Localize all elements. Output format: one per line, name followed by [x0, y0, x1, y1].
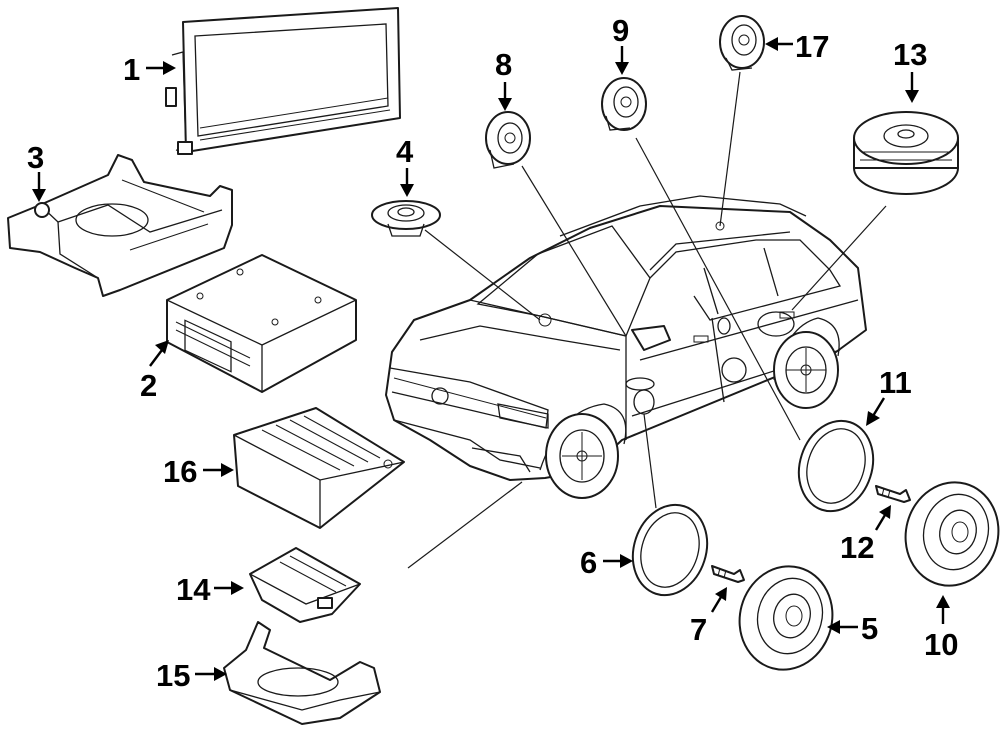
leader-13 [791, 205, 887, 311]
part-15-tray[interactable] [223, 621, 381, 725]
callout-2: 2 [140, 340, 169, 403]
leader-lines [407, 71, 887, 569]
callout-14-label: 14 [176, 572, 211, 607]
leader-6 [643, 413, 657, 509]
vehicle-suv [385, 195, 867, 499]
callout-7: 7 [690, 587, 727, 647]
part-7-rivet[interactable] [711, 565, 745, 583]
callout-13-label: 13 [893, 37, 927, 72]
callout-2-label: 2 [140, 368, 157, 403]
callout-9: 9 [612, 13, 629, 75]
callout-8-label: 8 [495, 47, 512, 82]
leader-4 [424, 229, 541, 321]
callout-9-label: 9 [612, 13, 629, 48]
part-13-subwoofer[interactable] [853, 111, 959, 195]
callout-4: 4 [396, 134, 414, 197]
callout-1-label: 1 [123, 52, 140, 87]
leader-9 [635, 137, 801, 441]
part-2-module[interactable] [166, 254, 357, 393]
callout-17-label: 17 [795, 29, 829, 64]
part-11-gasket[interactable] [788, 411, 885, 521]
callout-6-label: 6 [580, 545, 597, 580]
callout-16: 16 [163, 454, 234, 489]
callout-6: 6 [580, 545, 633, 580]
callout-15: 15 [156, 658, 227, 693]
callout-5-label: 5 [861, 611, 878, 646]
callout-12: 12 [840, 505, 891, 565]
part-8-tweeter[interactable] [485, 111, 531, 169]
callout-11-label: 11 [879, 365, 912, 400]
part-16-amplifier[interactable] [233, 407, 405, 529]
part-6-gasket[interactable] [622, 495, 719, 605]
callout-4-label: 4 [396, 134, 414, 169]
callout-12-label: 12 [840, 530, 874, 565]
part-17-tweeter[interactable] [719, 15, 765, 71]
callout-3: 3 [27, 140, 46, 202]
callout-11: 11 [866, 365, 912, 426]
callout-14: 14 [176, 572, 244, 607]
leader-16 [407, 481, 523, 569]
part-5-speaker[interactable] [728, 556, 844, 680]
part-12-rivet[interactable] [875, 485, 911, 503]
leader-8 [521, 165, 627, 337]
callout-15-label: 15 [156, 658, 190, 693]
callout-8: 8 [495, 47, 512, 111]
callout-13: 13 [893, 37, 927, 103]
part-1-display[interactable] [165, 7, 401, 155]
leader-17 [719, 71, 741, 227]
callout-10-label: 10 [924, 627, 958, 662]
part-9-tweeter[interactable] [601, 77, 647, 131]
callout-5: 5 [827, 611, 878, 646]
callout-1: 1 [123, 52, 176, 87]
callout-16-label: 16 [163, 454, 197, 489]
part-3-bracket[interactable] [7, 154, 233, 297]
part-4-tweeter[interactable] [371, 200, 441, 237]
part-10-speaker[interactable] [894, 472, 1000, 596]
part-14-module[interactable] [249, 547, 361, 623]
callout-17: 17 [765, 29, 829, 64]
callout-3-label: 3 [27, 140, 44, 175]
callout-10: 10 [924, 595, 958, 662]
callout-7-label: 7 [690, 612, 707, 647]
